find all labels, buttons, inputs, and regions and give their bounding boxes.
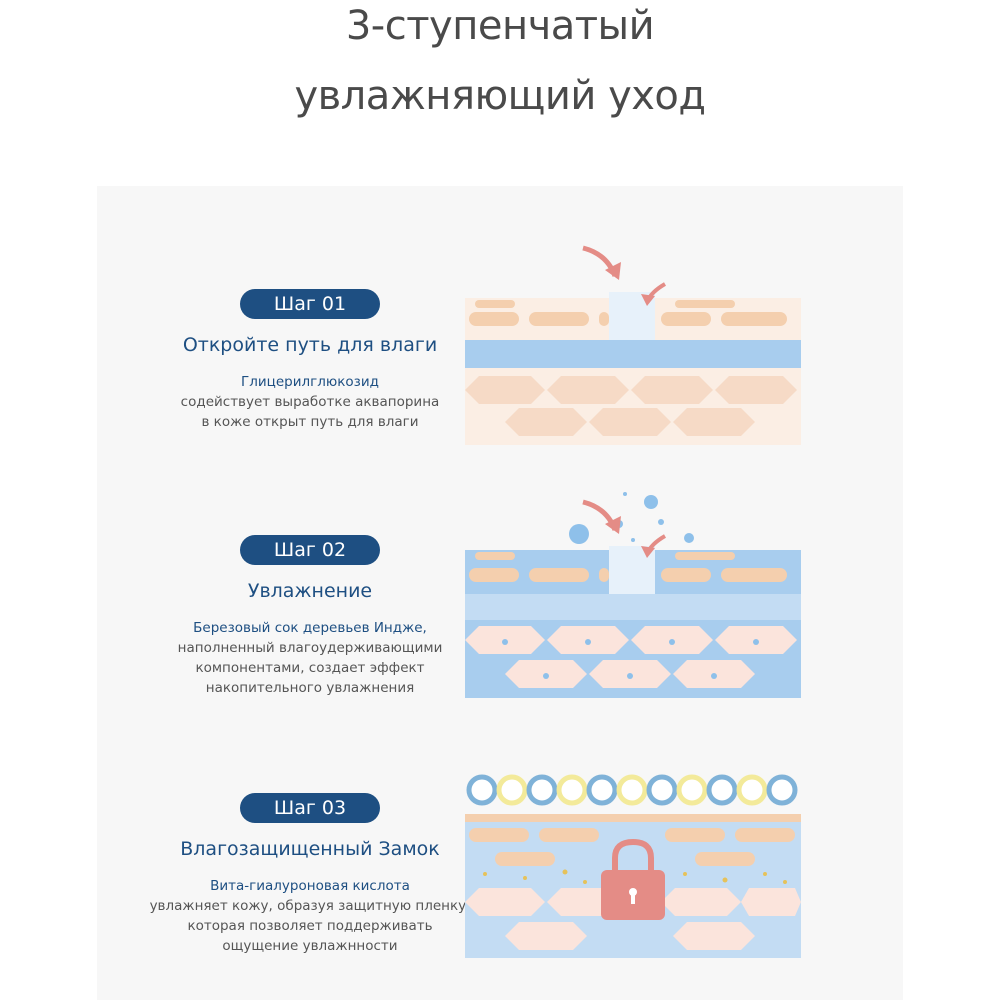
step-3-description: Вита-гиалуроновая кислота увлажняет кожу… [140,876,480,956]
padlock-icon [601,838,665,920]
step-3-badge: Шаг 03 [240,793,380,823]
arrow-head-icon [605,516,621,534]
water-bubbles [569,492,694,544]
epidermis-cells [469,300,787,326]
dermis-cells [465,376,797,436]
step-1-line-2: в коже открыт путь для влаги [201,414,419,430]
arrow-head-icon [641,546,655,558]
moisture-band [465,340,801,368]
step-3-highlight: Вита-гиалуроновая кислота [210,878,410,894]
step-2-line-2: компонентами, создает эффект [195,660,425,676]
step-2-description: Березовый сок деревьев Индже, наполненны… [140,618,480,698]
epidermis-cells [469,552,787,582]
step-1-line-1: содействует выработке аквапорина [180,394,440,410]
arrow-head-icon [641,294,655,306]
moisture-lock-illustration [465,774,801,958]
headline-line-2: увлажняющий уход [294,73,706,119]
arrow-head-icon [605,262,621,280]
epidermis-cells [469,828,795,866]
step-3-line-2: которая позволяет поддерживать [187,918,433,934]
step-2-line-1: наполненный влагоудерживающими [177,640,443,656]
moisture-band [465,594,801,620]
step-2-title: Увлажнение [247,580,373,602]
protective-film-rings [466,774,798,806]
step-2-line-3: накопительного увлажнения [205,680,415,696]
skin-channel-illustration [465,245,801,445]
step-3-line-3: ощущение увлажнности [222,938,398,954]
step-3-title: Влагозащищенный Замок [180,838,440,860]
headline-line-1: 3-ступенчатый [345,3,655,49]
step-1-title: Откройте путь для влаги [182,334,438,356]
film-layer [465,814,801,822]
step-1-description: Глицерилглюкозид содействует выработке а… [140,372,480,432]
skin-hydration-illustration [465,492,801,698]
droplet-icons [502,639,759,679]
step-2-badge: Шаг 02 [240,535,380,565]
step-1-highlight: Глицерилглюкозид [241,374,379,390]
hyaluronic-particles [483,869,787,884]
step-3-line-1: увлажняет кожу, образуя защитную пленку, [149,898,471,914]
step-1-badge: Шаг 01 [240,289,380,319]
step-2-highlight: Березовый сок деревьев Индже, [193,620,427,636]
